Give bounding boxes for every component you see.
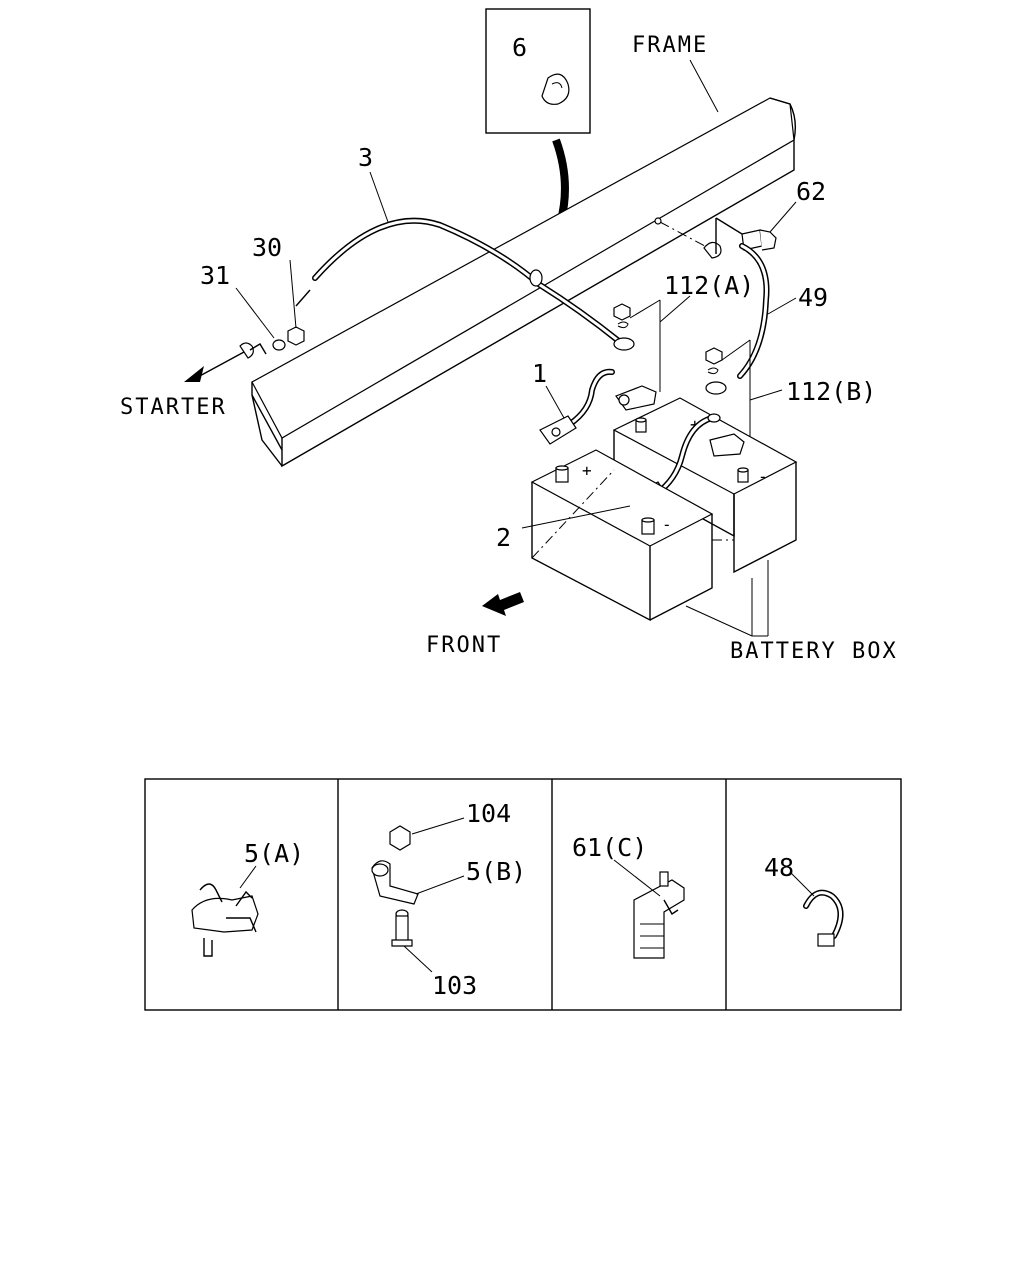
detail-label-5a: 5(A) [244,839,304,868]
callout-30: 30 [252,233,282,262]
polarity-plus-front: + [582,461,592,480]
detail-panel-61c [613,859,685,959]
nut-icon [613,303,631,321]
battery-box-label: BATTERY BOX [730,639,898,664]
nut-icon [287,326,305,346]
detail-panel-5b [371,817,465,973]
callout-2: 2 [496,523,511,552]
cable-1 [539,368,657,445]
cable-tie-icon [817,933,835,947]
front-label: FRONT [426,633,502,658]
nut-icon [389,825,411,851]
frame-label: FRAME [632,33,708,58]
polarity-plus-rear: + [690,415,700,434]
callout-3: 3 [358,143,373,172]
detail-label-48: 48 [764,853,794,882]
callout-6: 6 [512,33,527,62]
detail-label-5b: 5(B) [466,857,526,886]
hardware-112a [613,295,691,392]
detail-panel-5a [191,865,259,957]
battery-box-leaders [685,560,769,637]
detail-label-104: 104 [466,799,511,828]
washer-icon [272,339,286,351]
nut-icon [705,347,723,365]
hardware-112b [705,339,783,440]
starter-label: STARTER [120,395,227,420]
polarity-minus-rear: - [758,467,768,486]
starter-terminal-hardware [184,259,305,382]
bolt-icon [759,229,777,251]
battery-front [530,449,734,622]
bolt-62-and-cable-49 [654,201,797,379]
callout-112b: 112(B) [786,377,876,406]
callout-1: 1 [532,359,547,388]
detail-table [144,778,902,1011]
detail-label-61c: 61(C) [572,833,647,862]
battery-rear [612,397,798,574]
callout-49: 49 [798,283,828,312]
polarity-minus-front: - [662,515,672,534]
detail-label-103: 103 [432,971,477,1000]
callout-62: 62 [796,177,826,206]
callout-31: 31 [200,261,230,290]
callout-112a: 112(A) [664,271,754,300]
cable-3 [295,171,635,351]
detail-panel-48 [789,871,844,947]
clip-icon [541,73,570,105]
front-arrow-icon [482,592,524,616]
